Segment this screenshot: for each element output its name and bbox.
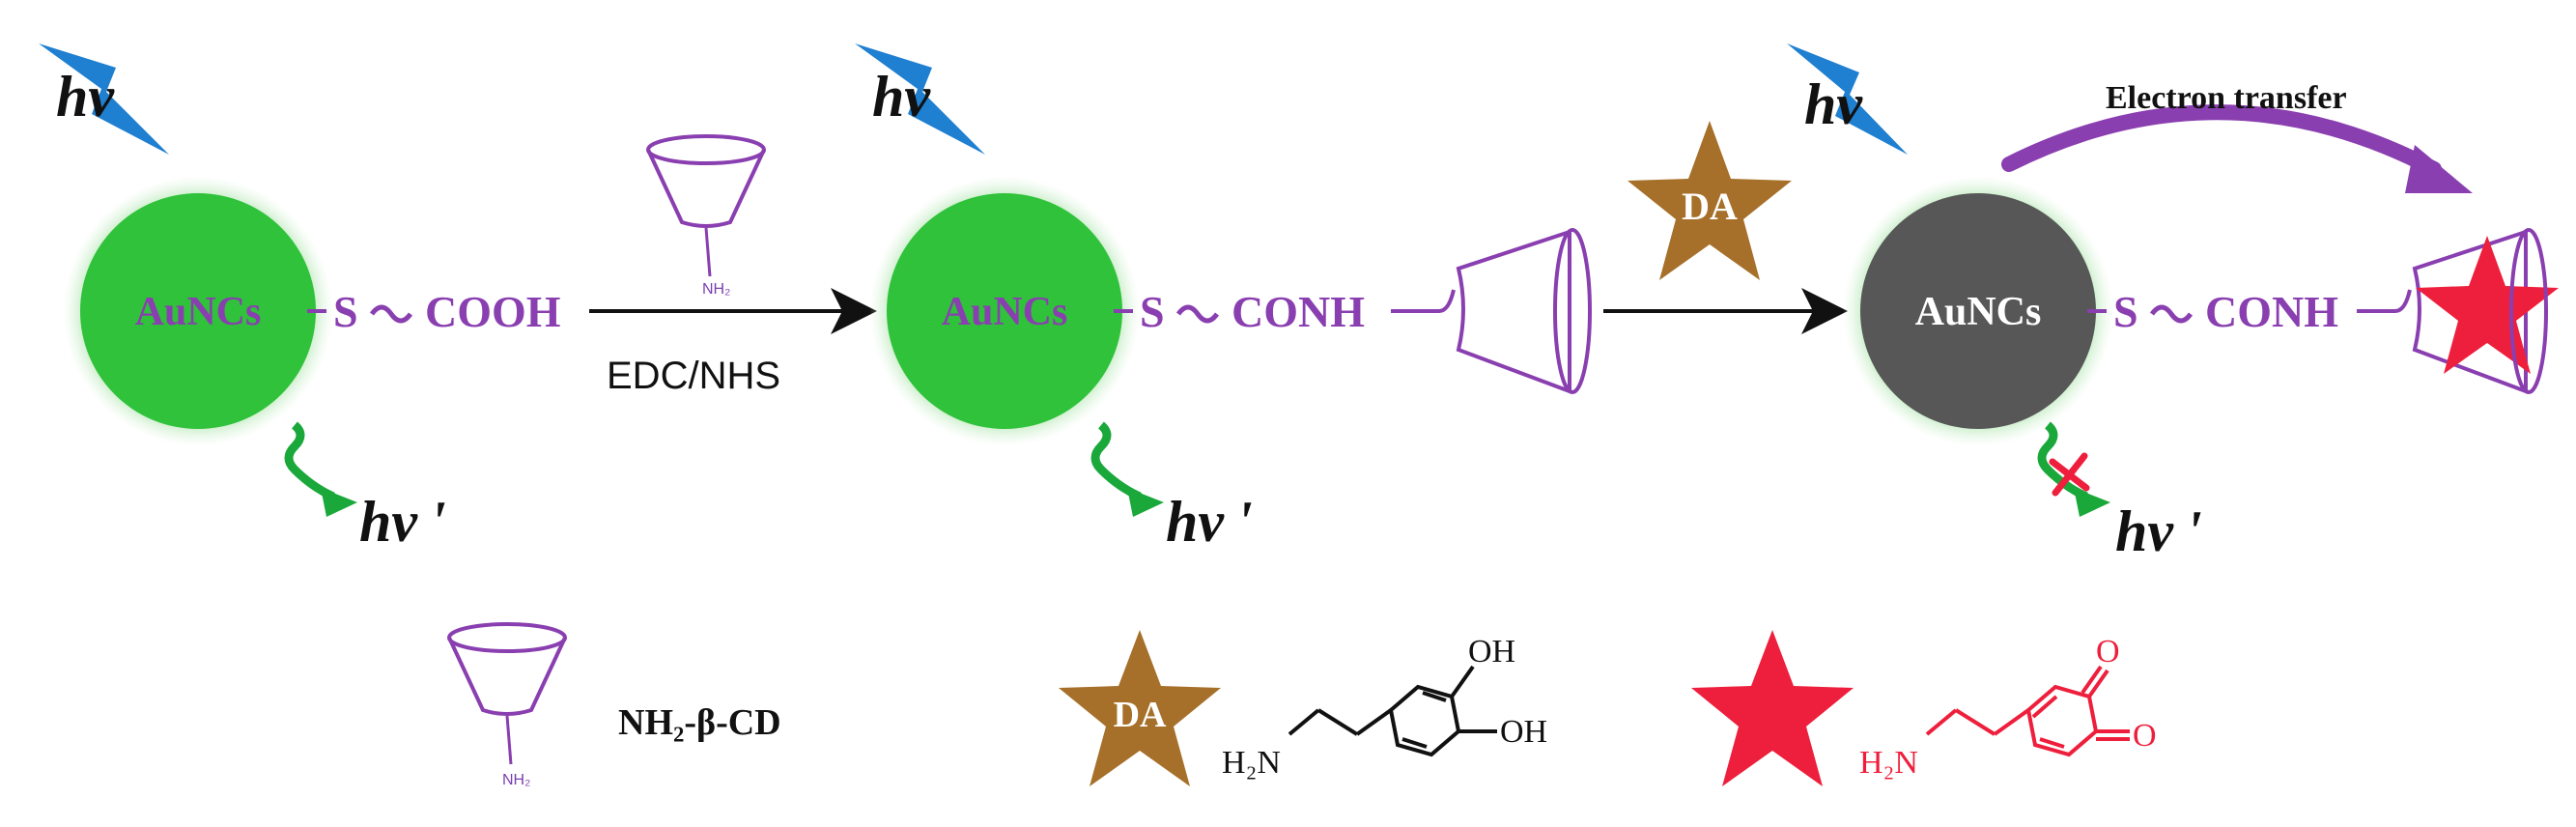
aunc-label: AuNCs: [135, 290, 262, 334]
attached-cyclodextrin-icon: [1391, 228, 1592, 394]
reaction-2: DA: [1603, 121, 1848, 334]
da-oh-1: OH: [1468, 634, 1515, 670]
quinone-o-1: O: [2096, 634, 2120, 670]
wavy-linker: [1175, 304, 1220, 324]
legend-cd-amine: NH₂: [502, 772, 530, 788]
host-guest-complex-icon: [2357, 228, 2559, 394]
aunc-core: [887, 193, 1122, 429]
stage-2: hv AuNCs S CONH hv ': [855, 43, 1592, 554]
aunc-label: AuNCs: [1915, 290, 2042, 334]
sulfur-label: S: [1140, 287, 1165, 336]
aunc-label: AuNCs: [942, 290, 1068, 334]
lightning-icon: [855, 43, 985, 155]
amide-group: CONH: [2205, 287, 2338, 336]
legend-da-label: DA: [1114, 695, 1167, 735]
carboxyl-group: COOH: [425, 287, 561, 336]
wavy-linker: [369, 304, 413, 324]
electron-transfer-arrow: [2001, 104, 2442, 177]
quinone-amine: H₂N: [1859, 745, 1918, 781]
hv-in-label: hv: [872, 65, 931, 128]
hv-out-prime: ': [430, 490, 446, 554]
da-star-label: DA: [1682, 185, 1738, 228]
hv-out-label: hv: [2115, 499, 2174, 563]
reaction-1: NH₂ EDC/NHS: [589, 134, 877, 397]
legend-dopamine: DA OH OH H₂N: [1059, 630, 1547, 786]
lightning-icon: [1787, 43, 1908, 155]
hv-out-prime: ': [2186, 499, 2202, 563]
sulfur-label: S: [2113, 287, 2138, 336]
da-amine: H₂N: [1222, 745, 1281, 781]
legend-quinone-star-icon: [1691, 630, 1854, 786]
hv-out-label: hv: [359, 490, 418, 554]
stage-3: hv AuNCs S CONH Electron transfer hv ': [1787, 43, 2559, 563]
dopamine-star-icon: DA: [1628, 121, 1792, 280]
stage-1: hv AuNCs S COOH hv ': [39, 43, 561, 554]
hv-out-label: hv: [1166, 490, 1225, 554]
lightning-icon: [39, 43, 169, 155]
legend-da-star-icon: DA: [1059, 630, 1221, 786]
emission-arrow-icon: [284, 421, 335, 501]
hv-in-label: hv: [56, 65, 115, 128]
hv-in-label: hv: [1804, 72, 1863, 136]
emission-arrow-icon: [1090, 421, 1142, 501]
legend-cd-label: NH₂-β-CD: [618, 702, 781, 743]
aunc-core: [80, 193, 316, 429]
legend-quinone: O O H₂N: [1691, 630, 2157, 786]
quinone-structure: [1925, 665, 2130, 757]
aunc-core-quenched: [1860, 193, 2096, 429]
amide-group: CONH: [1231, 287, 1365, 336]
wavy-linker: [2149, 304, 2194, 324]
quinone-o-2: O: [2133, 718, 2157, 754]
quinone-star-icon: [2416, 236, 2559, 374]
blocked-cross-icon: [2049, 452, 2090, 497]
cyclodextrin-icon: NH₂: [646, 134, 766, 298]
emission-arrow-icon: [2037, 421, 2088, 501]
legend: NH₂ NH₂-β-CD DA OH OH H₂N: [447, 622, 2157, 788]
hv-out-prime: ': [1236, 490, 1253, 554]
dopamine-structure: [1288, 665, 1497, 757]
cd-amine-label: NH₂: [702, 281, 730, 298]
legend-cyclodextrin: NH₂ NH₂-β-CD: [447, 622, 781, 788]
reagent-label: EDC/NHS: [607, 355, 780, 397]
da-oh-2: OH: [1500, 714, 1547, 750]
electron-transfer-label: Electron transfer: [2106, 80, 2347, 116]
sulfur-label: S: [333, 287, 358, 336]
